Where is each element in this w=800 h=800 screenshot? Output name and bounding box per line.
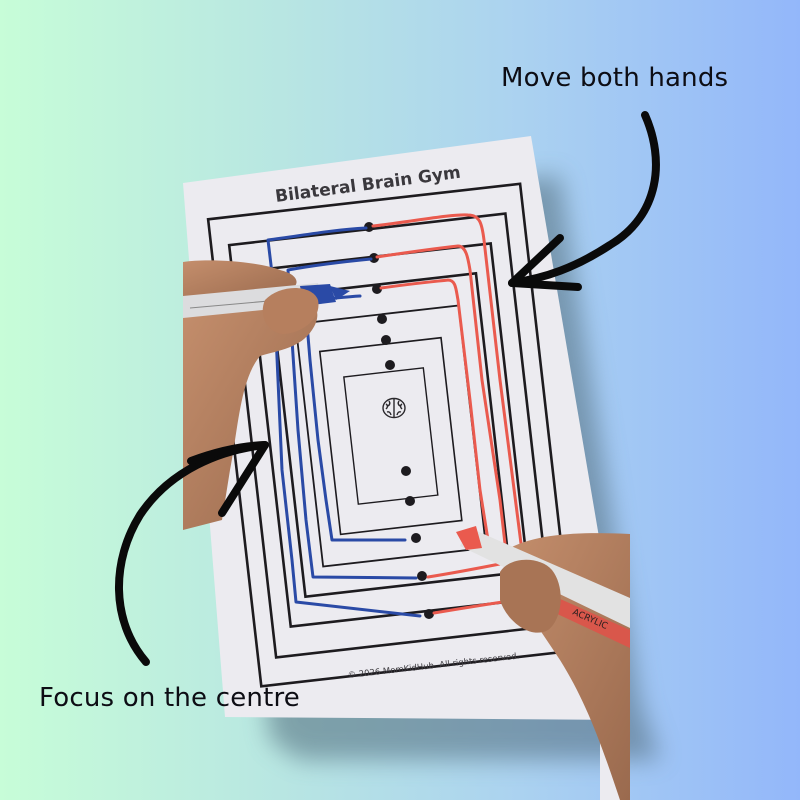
caption-move-both-hands: Move both hands (501, 63, 729, 93)
left-thumb (262, 288, 319, 334)
dot-column (364, 222, 434, 619)
brain-icon (382, 397, 406, 419)
right-thumb (500, 559, 561, 633)
caption-focus-on-centre: Focus on the centre (39, 683, 300, 713)
